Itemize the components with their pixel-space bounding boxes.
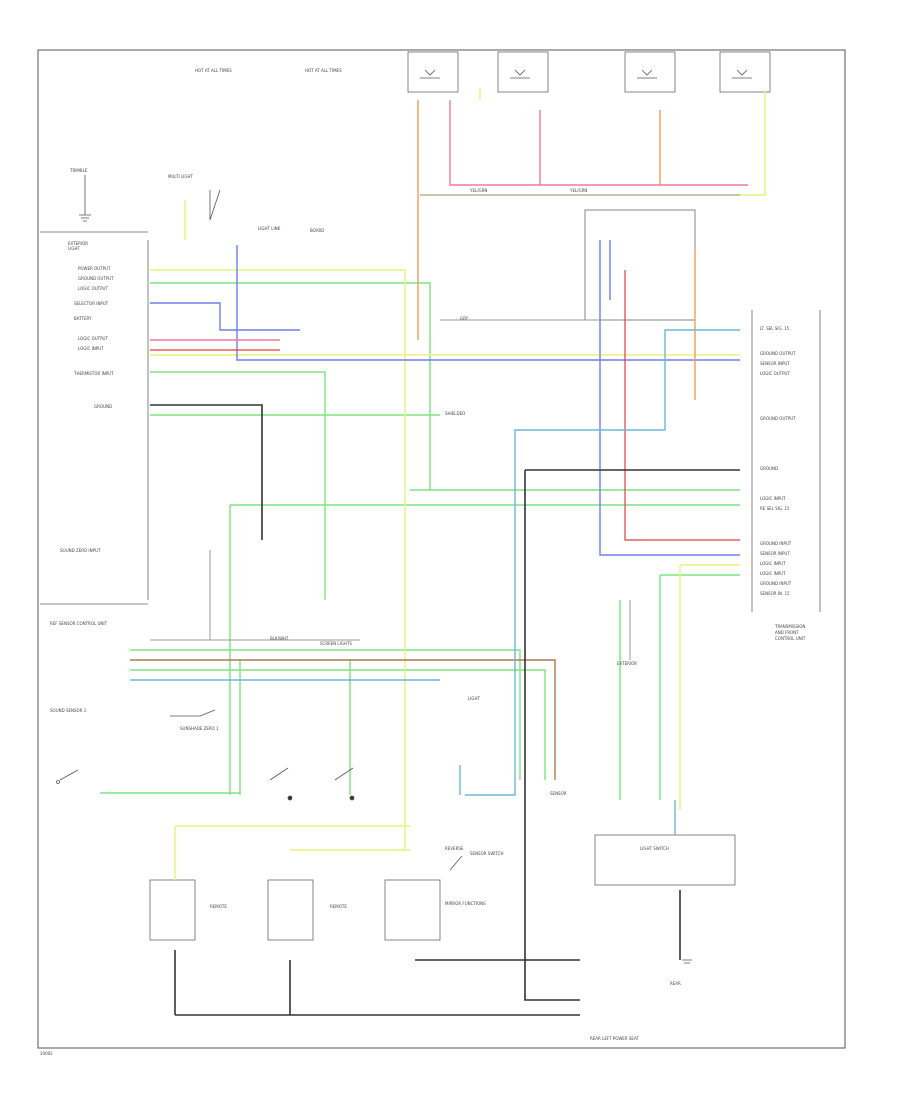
wires-red [150, 270, 740, 541]
wires-green [100, 282, 740, 800]
svg-text:CONTROL UNIT: CONTROL UNIT [775, 636, 806, 641]
wires-pink [150, 100, 748, 341]
svg-text:SOUND SENSOR 1: SOUND SENSOR 1 [50, 708, 87, 713]
svg-text:AND FRONT: AND FRONT [775, 630, 799, 635]
svg-text:SENSOR INPUT: SENSOR INPUT [760, 361, 790, 366]
svg-text:SENSOR SWITCH: SENSOR SWITCH [470, 851, 503, 856]
svg-text:TRIMBLE: TRIMBLE [69, 168, 88, 173]
svg-text:GROUND OUTPUT: GROUND OUTPUT [78, 276, 114, 281]
svg-text:REMOTE: REMOTE [210, 904, 227, 909]
svg-text:BATTERY: BATTERY [74, 316, 92, 321]
svg-text:MULTI LIGHT: MULTI LIGHT [168, 174, 193, 179]
wires-orange [417, 100, 696, 400]
svg-text:SENSOR: SENSOR [550, 791, 567, 796]
svg-text:LOGIC INPUT: LOGIC INPUT [760, 561, 786, 566]
svg-text:YEL/GRN: YEL/GRN [469, 188, 487, 193]
svg-text:SELECTOR INPUT: SELECTOR INPUT [74, 301, 109, 306]
svg-text:LT. SEL SIG. 15: LT. SEL SIG. 15 [760, 326, 790, 331]
svg-text:SHIELDED: SHIELDED [445, 411, 465, 416]
svg-text:REAR: REAR [670, 981, 681, 986]
svg-text:POWER OUTPUT: POWER OUTPUT [78, 266, 111, 271]
svg-text:GROUND: GROUND [760, 466, 778, 471]
svg-text:LOGIC INPUT: LOGIC INPUT [760, 571, 786, 576]
svg-text:LOGIC OUTPUT: LOGIC OUTPUT [78, 286, 108, 291]
svg-text:REAR LEFT POWER SEAT: REAR LEFT POWER SEAT [590, 1036, 639, 1041]
svg-text:YEL/GRN: YEL/GRN [569, 188, 587, 193]
svg-text:GROUND INPUT: GROUND INPUT [760, 541, 792, 546]
svg-text:EXTERIOR: EXTERIOR [617, 661, 637, 666]
svg-text:SOUND ZERO INPUT: SOUND ZERO INPUT [60, 548, 101, 553]
svg-text:LOGIC INPUT: LOGIC INPUT [78, 346, 104, 351]
ground-symbols [79, 175, 692, 964]
wires-black [150, 404, 740, 1016]
svg-text:SENSOR INPUT: SENSOR INPUT [760, 551, 790, 556]
scattered-labels: HOT AT ALL TIMES HOT AT ALL TIMES TRIMBL… [50, 68, 681, 1041]
diagram-code: 10002 [40, 1051, 53, 1056]
svg-text:HOT AT ALL TIMES: HOT AT ALL TIMES [305, 68, 342, 73]
svg-text:HOT AT ALL TIMES: HOT AT ALL TIMES [195, 68, 232, 73]
svg-text:GROUND OUTPUT: GROUND OUTPUT [760, 351, 796, 356]
svg-text:LIGHT LINK: LIGHT LINK [258, 226, 281, 231]
top-switch-boxes [407, 51, 771, 93]
svg-text:SCREEN LIGHTS: SCREEN LIGHTS [320, 641, 352, 646]
wires-cyan [130, 329, 740, 835]
wires-gray [150, 194, 740, 660]
svg-text:TRANSMISSION: TRANSMISSION [774, 624, 805, 629]
right-sensor-box [584, 209, 696, 321]
svg-text:LOGIC INPUT: LOGIC INPUT [760, 496, 786, 501]
svg-text:GROUND OUTPUT: GROUND OUTPUT [760, 416, 796, 421]
wires-brown [130, 659, 556, 780]
svg-text:GRY: GRY [460, 316, 469, 321]
switch-symbols [56, 189, 463, 871]
svg-text:BLK/WHT: BLK/WHT [270, 636, 289, 641]
svg-text:GROUND INPUT: GROUND INPUT [760, 581, 792, 586]
svg-text:RE SEL SIG. 15: RE SEL SIG. 15 [760, 506, 790, 511]
svg-text:MIRROR FUNCTIONS: MIRROR FUNCTIONS [445, 901, 486, 906]
svg-text:EXTERIOR: EXTERIOR [68, 241, 88, 246]
right-control-unit: LT. SEL SIG. 15 GROUND OUTPUT SENSOR INP… [751, 310, 821, 641]
svg-text:GROUND: GROUND [94, 404, 112, 409]
svg-text:LIGHT: LIGHT [468, 696, 481, 701]
svg-text:REF SENSOR CONTROL UNIT: REF SENSOR CONTROL UNIT [50, 621, 108, 626]
wires-yellow [150, 88, 766, 880]
bottom-modules [149, 834, 736, 941]
svg-text:REVERSE: REVERSE [445, 846, 464, 851]
svg-text:LIGHT SWITCH: LIGHT SWITCH [640, 846, 669, 851]
svg-text:LIGHT: LIGHT [68, 246, 81, 251]
diagram-frame [37, 49, 846, 1049]
wires-blue [150, 240, 740, 556]
svg-text:REMOTE: REMOTE [330, 904, 347, 909]
svg-text:BOARD: BOARD [310, 228, 324, 233]
svg-text:THERMISTOR INPUT: THERMISTOR INPUT [73, 371, 114, 376]
svg-text:LOGIC OUTPUT: LOGIC OUTPUT [760, 371, 790, 376]
svg-text:SUNSHADE ZERO 1: SUNSHADE ZERO 1 [180, 726, 219, 731]
svg-text:LOGIC OUTPUT: LOGIC OUTPUT [78, 336, 108, 341]
svg-text:SENSOR IN. 15: SENSOR IN. 15 [760, 591, 790, 596]
